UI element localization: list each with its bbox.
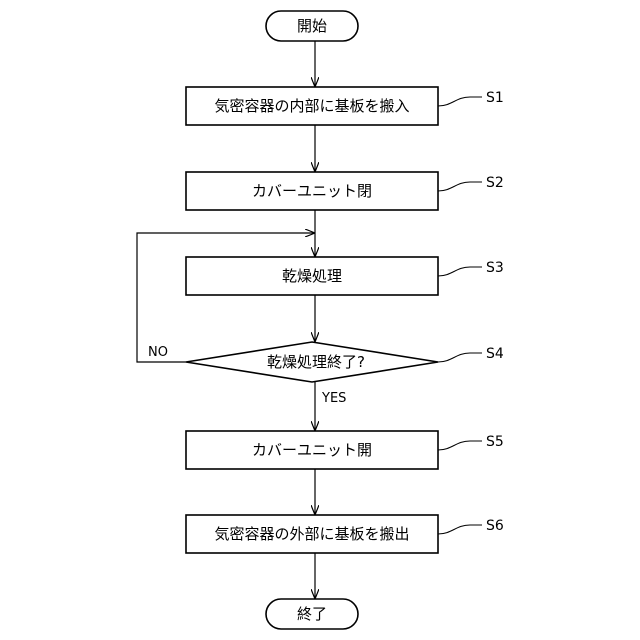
step-s6-process: 気密容器の外部に基板を搬出	[186, 515, 438, 553]
step-s3-label: 乾燥処理	[282, 267, 342, 285]
step-s6-id: S6	[486, 518, 504, 534]
end-terminal: 終了	[266, 599, 358, 629]
end-label: 終了	[297, 605, 327, 623]
step-s1-id: S1	[486, 90, 504, 106]
step-s5-id: S5	[486, 434, 504, 450]
step-s4-leader	[438, 353, 482, 362]
branch-yes-label: YES	[321, 391, 346, 406]
step-s4-label: 乾燥処理終了?	[267, 353, 365, 371]
step-s5-label: カバーユニット開	[252, 441, 372, 459]
step-s5-process: カバーユニット開	[186, 431, 438, 469]
step-s1-label: 気密容器の内部に基板を搬入	[214, 97, 409, 115]
branch-no-label: NO	[148, 345, 168, 360]
step-s6-label: 気密容器の外部に基板を搬出	[214, 525, 409, 543]
step-s4-id: S4	[486, 346, 504, 362]
step-s2-process: カバーユニット閉	[186, 172, 438, 210]
start-terminal: 開始	[266, 11, 358, 41]
step-s2-id: S2	[486, 175, 504, 191]
step-s1-leader	[438, 97, 482, 106]
step-s5-leader	[438, 441, 482, 450]
start-label: 開始	[297, 17, 327, 35]
step-s6-leader	[438, 525, 482, 534]
step-s3-process: 乾燥処理	[186, 257, 438, 295]
step-s4-decision: 乾燥処理終了?	[186, 342, 438, 382]
step-s2-label: カバーユニット閉	[252, 182, 372, 200]
step-s3-leader	[438, 267, 482, 276]
step-s2-leader	[438, 182, 482, 191]
step-s1-process: 気密容器の内部に基板を搬入	[186, 87, 438, 125]
step-s3-id: S3	[486, 260, 504, 276]
no-branch-loop	[137, 233, 314, 362]
